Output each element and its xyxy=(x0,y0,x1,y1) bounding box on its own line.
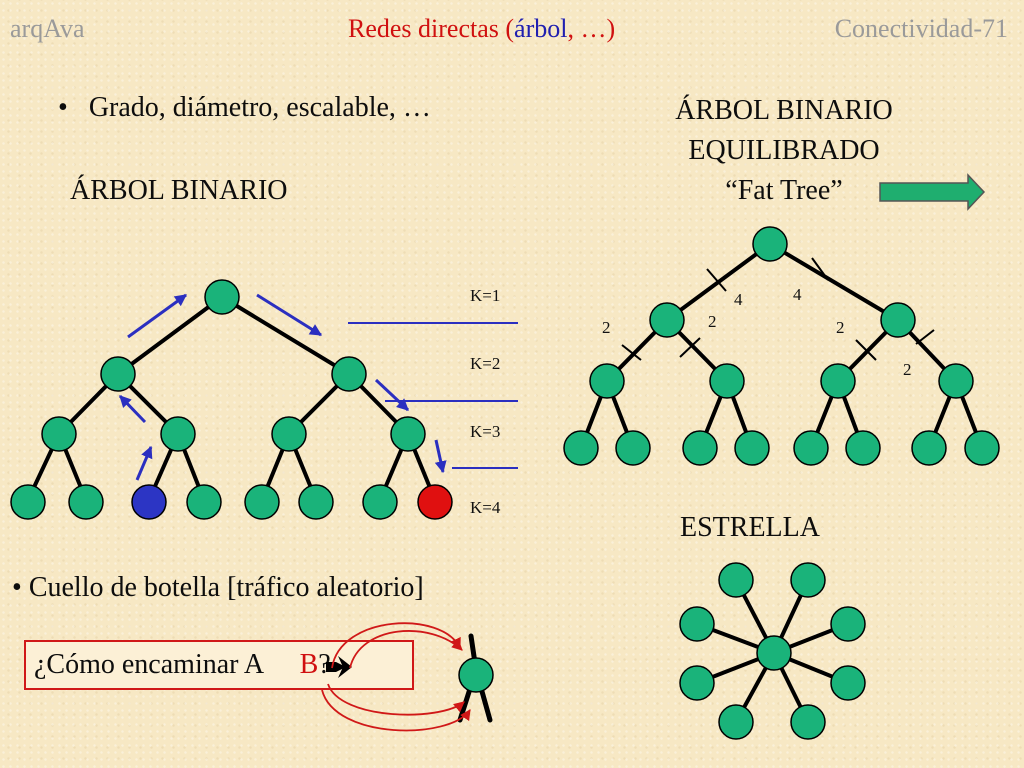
bt-node-r2b xyxy=(390,416,426,452)
bt-leaf-5 xyxy=(244,484,280,520)
level-label-k4: K=4 xyxy=(470,498,501,517)
bullet-1-text: Grado, diámetro, escalable, … xyxy=(88,92,431,123)
right-arrow-icon[interactable] xyxy=(879,173,986,211)
bt-leaf-source xyxy=(131,484,167,520)
routing-question-prefix: ¿Cómo encaminar A xyxy=(34,649,270,680)
bt-leaf-2 xyxy=(68,484,104,520)
fat-tree-edges xyxy=(579,242,984,450)
fat-tree-label-line-3: “Fat Tree” xyxy=(725,175,843,206)
ft-leaf-1 xyxy=(563,430,599,466)
ft-leaf-5 xyxy=(793,430,829,466)
slide-title: Redes directas (árbol, …) xyxy=(348,14,615,44)
bullet-2-text: Cuello de botella [tráfico aleatorio] xyxy=(28,572,424,603)
routing-question: ¿Cómo encaminar A B? xyxy=(34,649,331,681)
star-node-2 xyxy=(790,562,826,598)
bullet-1: • Grado, diámetro, escalable, … xyxy=(58,92,431,123)
bt-node-l2b xyxy=(160,416,196,452)
bt-leaf-1 xyxy=(10,484,46,520)
ft-node-l1 xyxy=(649,302,685,338)
star-node-4 xyxy=(830,606,866,642)
ft-node-root xyxy=(752,226,788,262)
binary-tree-edges xyxy=(26,295,437,502)
fat-tree-label-line-1: ÁRBOL BINARIO xyxy=(675,95,893,126)
star-node-1 xyxy=(718,562,754,598)
title-part-2: , …) xyxy=(567,14,616,43)
fat-tree-cut-marks xyxy=(621,257,935,361)
slide-label: arqAva xyxy=(10,14,85,43)
fat-link-label-left-root: 4 xyxy=(734,290,743,309)
star-node-3 xyxy=(679,606,715,642)
fat-tree-nodes xyxy=(563,226,1000,466)
fat-link-label-r1-right: 2 xyxy=(903,360,912,379)
bullet-2: • Cuello de botella [tráfico aleatorio] xyxy=(12,572,424,603)
ft-node-l2a xyxy=(589,363,625,399)
level-label-k3: K=3 xyxy=(470,422,501,441)
star-label: ESTRELLA xyxy=(680,512,820,543)
title-highlight: árbol xyxy=(514,14,568,43)
star-hub xyxy=(756,635,792,671)
ft-leaf-6 xyxy=(845,430,881,466)
ft-leaf-8 xyxy=(964,430,1000,466)
right-double-arrow-icon xyxy=(326,656,352,678)
slide-counter: Conectividad-71 xyxy=(834,14,1008,43)
ft-leaf-3 xyxy=(682,430,718,466)
star-node-7 xyxy=(718,704,754,740)
ft-leaf-4 xyxy=(734,430,770,466)
binary-tree-nodes xyxy=(10,279,453,520)
routing-target: B xyxy=(299,649,319,680)
ft-node-r2a xyxy=(820,363,856,399)
binary-tree-label: ÁRBOL BINARIO xyxy=(70,175,288,206)
fat-link-label-l1-right: 2 xyxy=(708,312,717,331)
bt-node-r1 xyxy=(331,356,367,392)
star-node-6 xyxy=(830,665,866,701)
bottleneck-arrows xyxy=(321,622,471,732)
bottleneck-node xyxy=(458,657,494,693)
ft-node-r1 xyxy=(880,302,916,338)
bt-node-root xyxy=(204,279,240,315)
fat-tree-label-line-2: EQUILIBRADO xyxy=(688,135,880,166)
star-nodes xyxy=(679,562,866,740)
fat-link-label-right-root: 4 xyxy=(793,285,802,304)
fat-link-label-r1-left: 2 xyxy=(836,318,845,337)
ft-node-r2b xyxy=(938,363,974,399)
bt-leaf-destination xyxy=(417,484,453,520)
bt-leaf-7 xyxy=(362,484,398,520)
level-label-k1: K=1 xyxy=(470,286,501,305)
bt-leaf-4 xyxy=(186,484,222,520)
ft-leaf-7 xyxy=(911,430,947,466)
bt-node-l2a xyxy=(41,416,77,452)
fat-link-label-l1-left: 2 xyxy=(602,318,611,337)
bt-node-r2a xyxy=(271,416,307,452)
bt-leaf-6 xyxy=(298,484,334,520)
star-node-5 xyxy=(679,665,715,701)
level-label-k2: K=2 xyxy=(470,354,501,373)
ft-leaf-2 xyxy=(615,430,651,466)
bt-node-l1 xyxy=(100,356,136,392)
star-node-8 xyxy=(790,704,826,740)
ft-node-l2b xyxy=(709,363,745,399)
title-part-1: Redes directas ( xyxy=(348,14,515,43)
fat-tree-label: ÁRBOL BINARIO EQUILIBRADO “Fat Tree” xyxy=(624,90,944,212)
route-arrows xyxy=(118,293,447,481)
routing-question-suffix: ? xyxy=(318,649,331,680)
